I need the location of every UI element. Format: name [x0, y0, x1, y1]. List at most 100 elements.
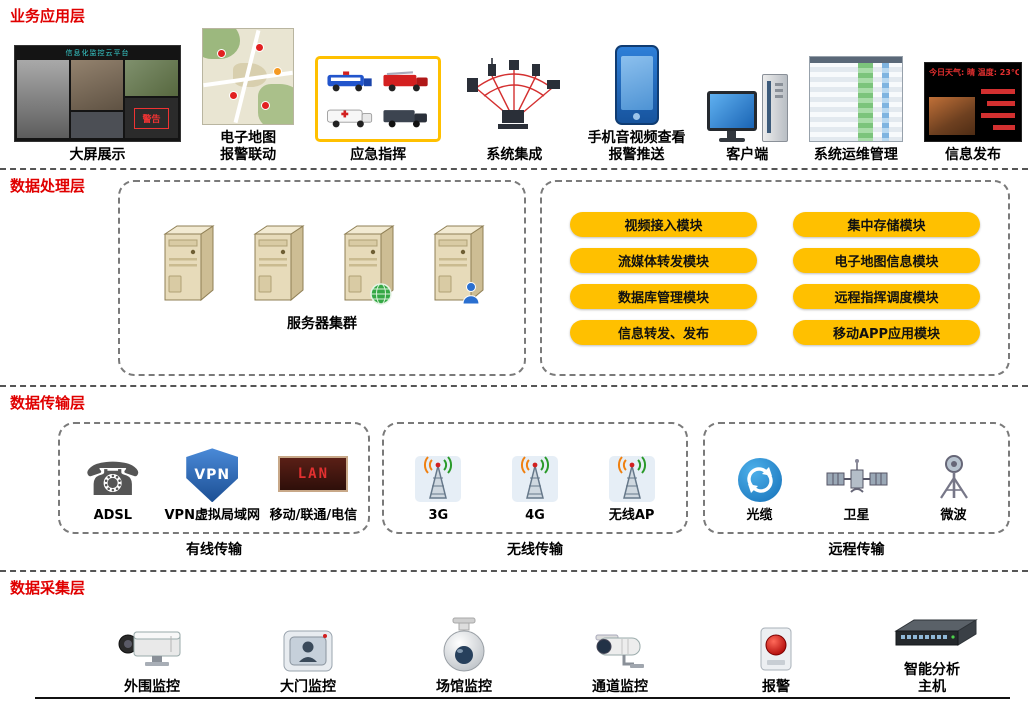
layer-title-processing: 数据处理层: [10, 177, 86, 195]
application-row: 信息化监控云平台 警告 大屏展示: [14, 24, 1022, 164]
app-item-client: 客户端: [706, 58, 788, 164]
group-label-wired: 有线传输: [186, 542, 242, 558]
module-stream-forward: 流媒体转发模块: [570, 248, 757, 273]
ambulance-icon: [327, 109, 373, 128]
bottom-rule: [35, 697, 1010, 699]
col-item-alarm: 报警: [728, 624, 824, 696]
tx-label-carrier: 移动/联通/电信: [269, 508, 358, 524]
app-label-big-screen: 大屏展示: [69, 147, 126, 164]
tx-label-4g: 4G: [525, 508, 545, 524]
app-label-emap: 电子地图 报警联动: [220, 130, 277, 164]
app-item-integration: 系统集成: [462, 58, 567, 164]
app-item-ops: 系统运维管理: [808, 56, 903, 164]
app-item-emergency-command: 应急指挥: [315, 56, 442, 164]
tx-label-satellite: 卫星: [843, 508, 870, 524]
tx-label-microwave: 微波: [940, 508, 967, 524]
col-label-perimeter: 外围监控: [124, 679, 180, 696]
tx-item-fiber: 光缆: [718, 458, 802, 524]
server-icon: [159, 224, 215, 310]
server-globe-icon: [339, 224, 395, 305]
group-label-wireless: 无线传输: [507, 542, 563, 558]
wired-transmission-group: ☎ ADSL VPN VPN虚拟局域网 LAN 移动/联通/电信: [58, 422, 370, 534]
app-label-integration: 系统集成: [486, 147, 543, 164]
col-item-channel: 通道监控: [572, 626, 668, 696]
layer-title-collection: 数据采集层: [10, 579, 86, 597]
remote-transmission-group: 光缆 卫星: [703, 422, 1010, 534]
tx-item-carrier: LAN 移动/联通/电信: [269, 456, 358, 524]
tx-item-adsl: ☎ ADSL: [71, 456, 155, 524]
tx-item-vpn: VPN VPN虚拟局域网: [165, 448, 260, 524]
emergency-vehicles-icon: [315, 56, 442, 143]
app-label-mobile: 手机音视频查看 报警推送: [587, 130, 686, 164]
col-item-venue: 场馆监控: [416, 616, 512, 696]
satellite-icon: [826, 459, 887, 494]
server-cluster-group: 服务器集群: [118, 180, 526, 376]
pc-tower-icon: [761, 74, 788, 143]
tx-label-ap: 无线AP: [608, 508, 655, 524]
tx-label-fiber: 光缆: [746, 508, 773, 524]
smartphone-icon: [614, 45, 659, 126]
app-item-emap: 电子地图 报警联动: [202, 28, 295, 164]
layer-data-processing: 数据处理层: [0, 168, 1028, 387]
app-label-client: 客户端: [726, 147, 769, 164]
network-switch-icon: [894, 619, 978, 647]
alert-text: 警告: [134, 107, 169, 129]
lan-icon: LAN: [278, 456, 349, 493]
monitor-icon: [706, 91, 757, 143]
module-central-storage: 集中存储模块: [793, 212, 980, 237]
col-label-channel: 通道监控: [592, 679, 648, 696]
tx-item-microwave: 微波: [912, 452, 996, 524]
tx-label-3g: 3G: [428, 508, 449, 524]
col-label-venue: 场馆监控: [436, 679, 492, 696]
map-icon: [202, 28, 295, 126]
antenna-4g-icon: [512, 456, 558, 502]
app-item-mobile: 手机音视频查看 报警推送: [588, 45, 686, 164]
map-alarm-dot: [229, 91, 239, 101]
fire-truck-icon: [383, 71, 428, 92]
antenna-3g-icon: [415, 456, 461, 502]
module-remote-dispatch: 远程指挥调度模块: [793, 284, 980, 309]
telephone-icon: ☎: [84, 452, 142, 507]
server-icon: [249, 224, 305, 310]
server-user-icon: [429, 224, 485, 305]
server-cluster-label: 服务器集群: [287, 316, 357, 332]
ops-management-screenshot-icon: [808, 56, 903, 143]
collection-row: 外围监控 大门监控: [104, 600, 980, 696]
command-truck-icon: [383, 110, 428, 128]
app-label-emergency: 应急指挥: [350, 147, 407, 164]
police-van-icon: [327, 71, 372, 92]
bullet-camera-icon: [595, 634, 644, 669]
video-wall-banner: 信息化监控云平台: [65, 49, 130, 58]
layer-title-transmission: 数据传输层: [10, 394, 86, 412]
layer-data-transmission: 数据传输层 ☎ ADSL VPN VPN虚拟局域网 LAN 移动/联通/电信 3…: [0, 385, 1028, 572]
tx-label-vpn: VPN虚拟局域网: [164, 508, 260, 524]
tx-item-3g: 3G: [396, 456, 480, 524]
panic-button-icon: [760, 627, 792, 671]
video-wall-icon: 信息化监控云平台 警告: [14, 45, 181, 143]
gate-camera-panel-icon: [283, 630, 333, 672]
col-label-analysis-host: 智能分析 主机: [904, 662, 960, 696]
desktop-client-icon: [706, 58, 788, 143]
server-row: [159, 224, 485, 310]
map-alarm-dot: [255, 43, 265, 53]
module-video-access: 视频接入模块: [570, 212, 757, 237]
module-group: 视频接入模块 集中存储模块 流媒体转发模块 电子地图信息模块 数据库管理模块 远…: [540, 180, 1010, 376]
optical-cable-icon: [737, 458, 782, 503]
tx-item-4g: 4G: [493, 456, 577, 524]
app-label-publish: 信息发布: [944, 147, 1001, 164]
layer-data-collection: 数据采集层 外围监控: [0, 570, 1028, 702]
wireless-transmission-group: 3G 4G 无线AP: [382, 422, 688, 534]
microwave-antenna-icon: [939, 455, 968, 500]
tx-label-adsl: ADSL: [93, 508, 133, 524]
system-integration-icon: [462, 58, 567, 143]
group-label-remote: 远程传输: [828, 542, 885, 558]
dome-camera-icon: [443, 617, 485, 672]
col-item-gate: 大门监控: [260, 628, 356, 696]
app-label-ops: 系统运维管理: [813, 147, 898, 164]
box-camera-icon: [118, 631, 181, 667]
layer-business-application: 业务应用层 信息化监控云平台 警告 大屏展示: [0, 0, 1028, 168]
layer-title-business: 业务应用层: [10, 7, 86, 25]
app-item-big-screen: 信息化监控云平台 警告 大屏展示: [14, 45, 181, 164]
tx-item-wifi-ap: 无线AP: [590, 456, 674, 524]
